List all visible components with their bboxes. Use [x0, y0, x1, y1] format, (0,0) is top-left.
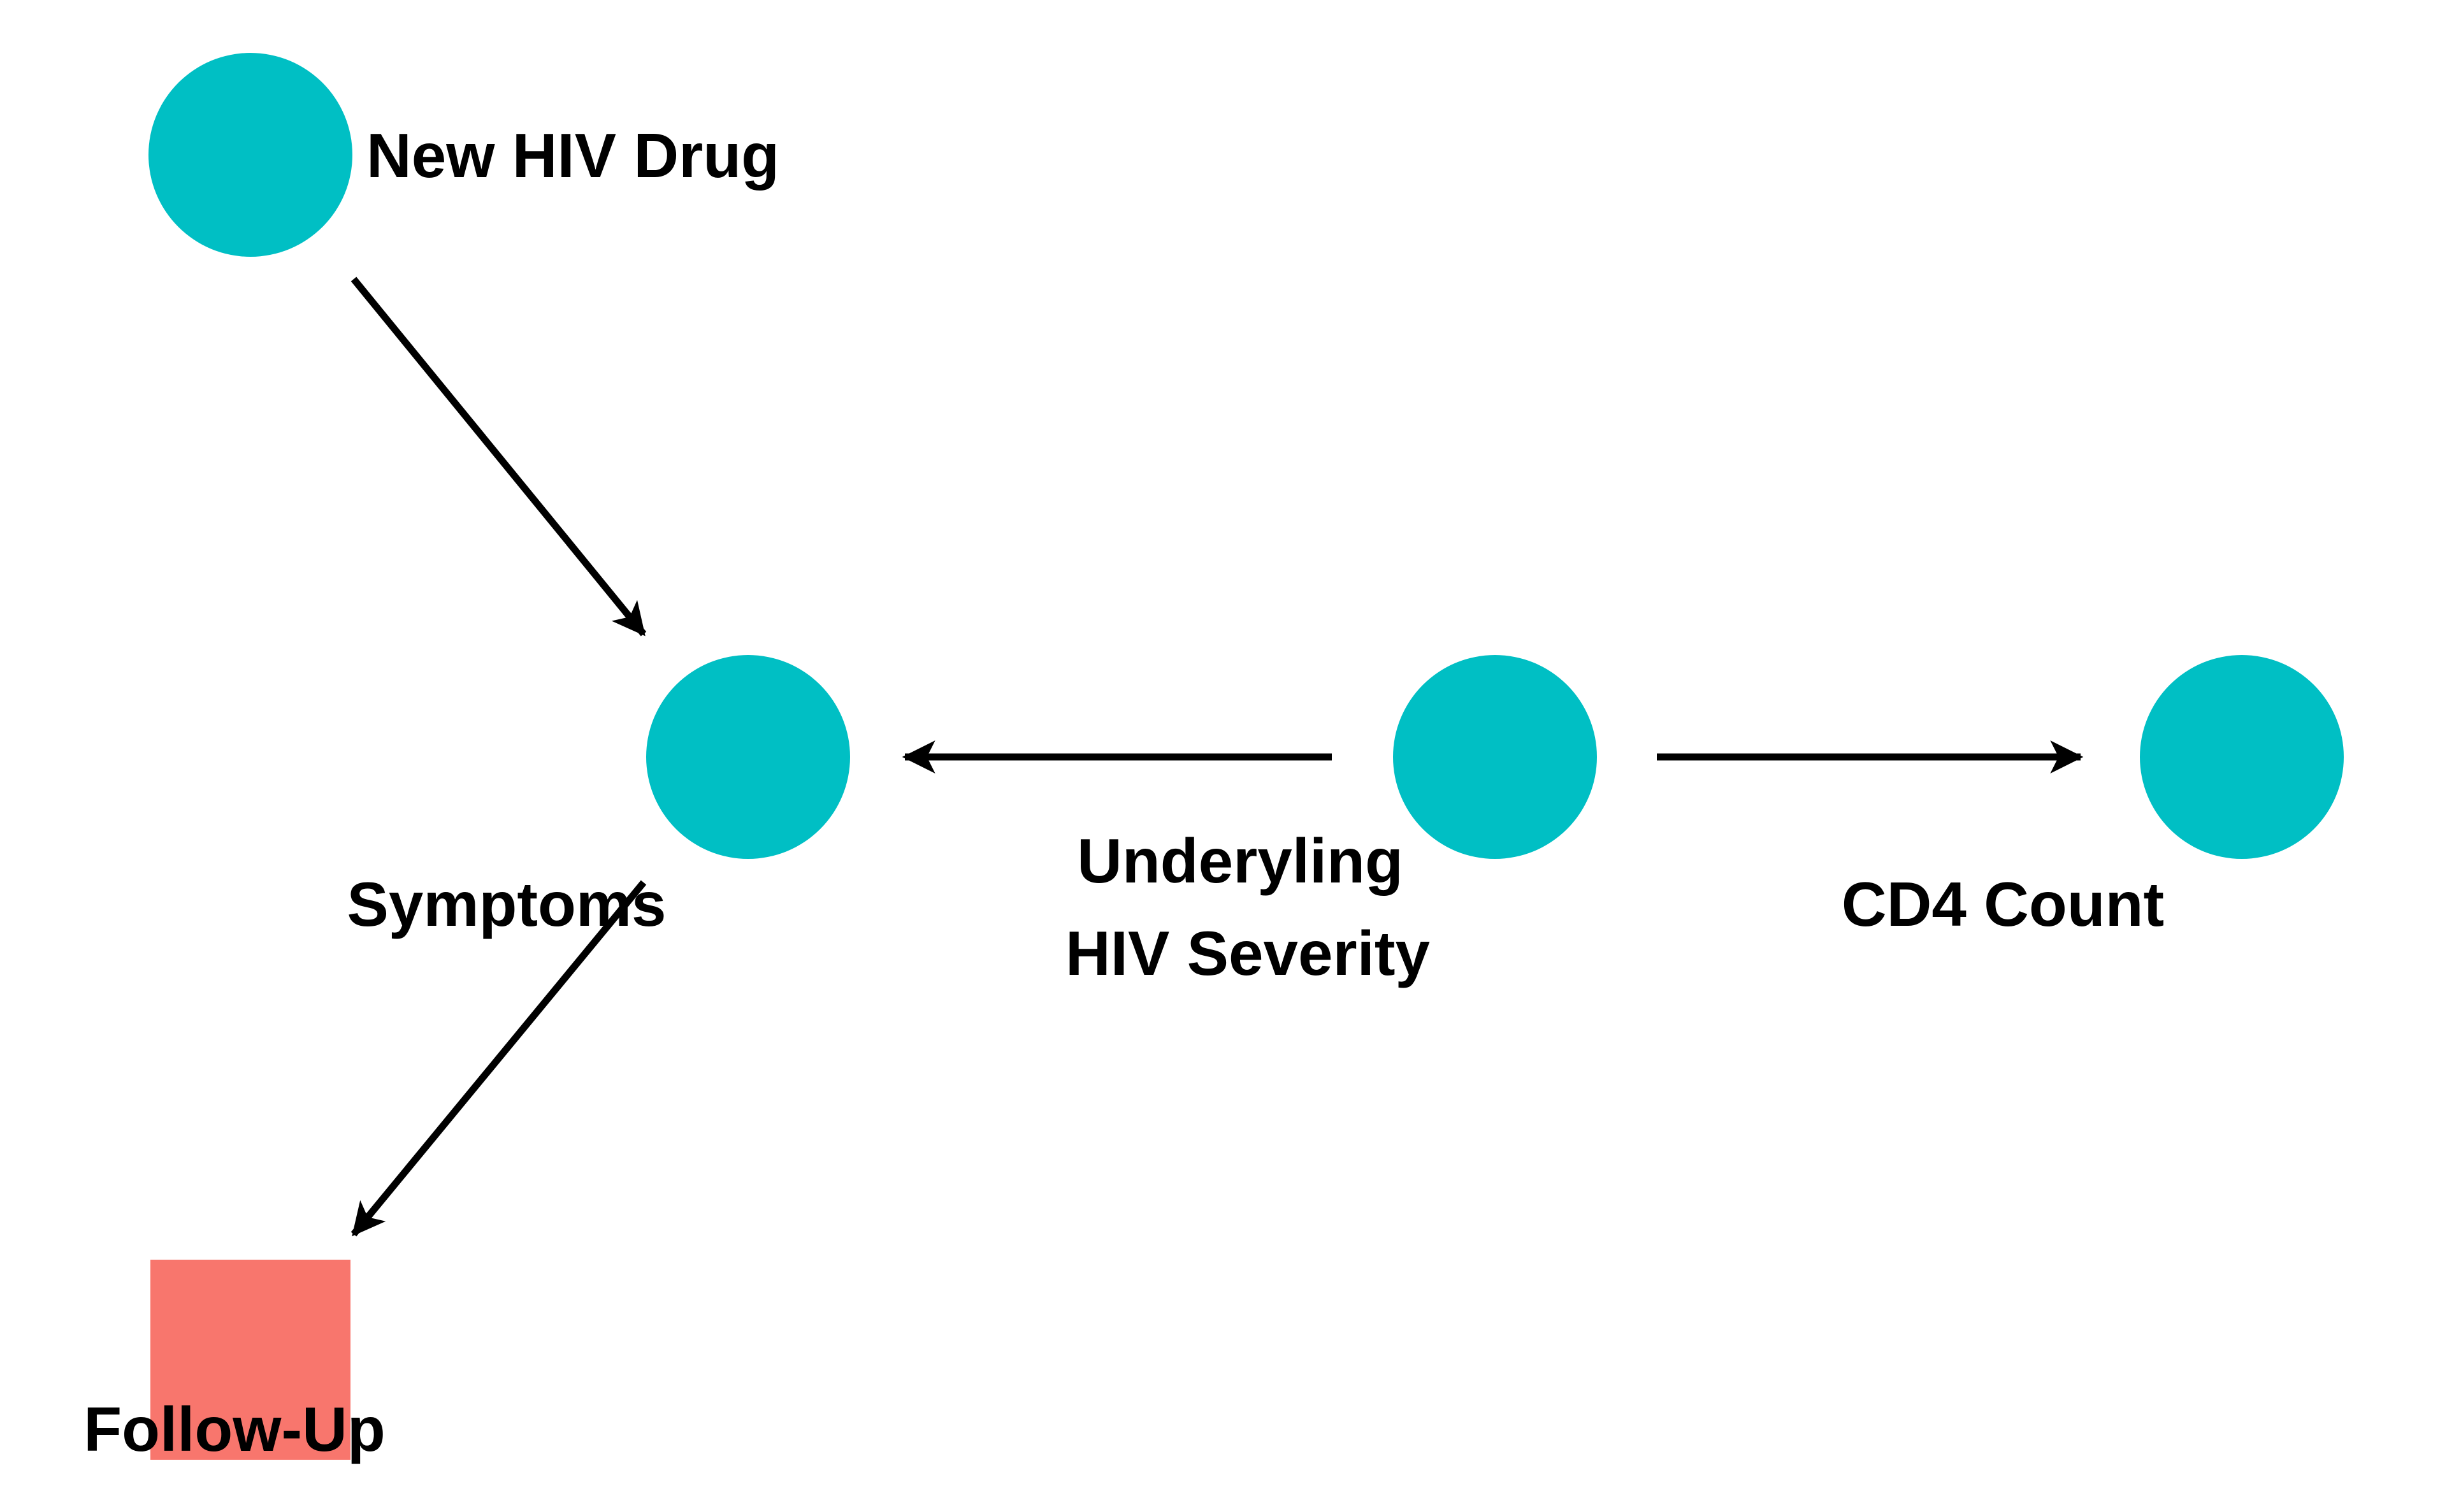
node-new-hiv-drug: [148, 53, 352, 257]
label-follow-up: Follow-Up: [83, 1394, 386, 1464]
edge-symptoms-to-followup: [350, 880, 647, 1237]
label-cd4-count: CD4 Count: [1842, 869, 2164, 939]
label-new-hiv-drug: New HIV Drug: [366, 120, 779, 191]
node-underlying-hiv-severity: [1393, 655, 1597, 859]
label-underlying-line2: HIV Severity: [1065, 918, 1430, 988]
node-symptoms: [646, 655, 850, 859]
node-cd4-count: [2140, 655, 2344, 859]
node-follow-up: [150, 1260, 350, 1460]
label-symptoms: Symptoms: [347, 869, 666, 939]
label-underlying-line1: Underyling: [1077, 826, 1403, 896]
edge-drug-to-symptoms: [350, 277, 647, 637]
